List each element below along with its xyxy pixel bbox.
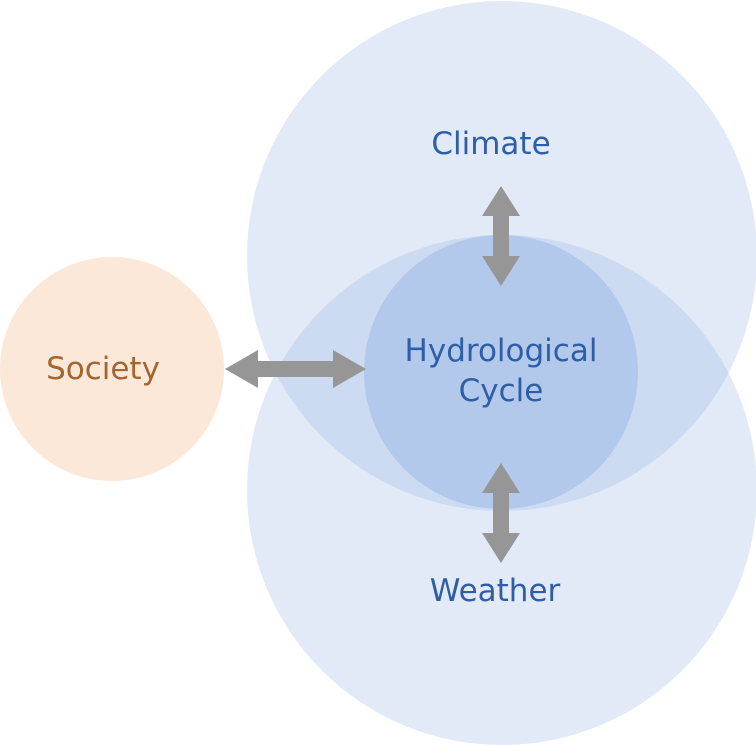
hydrological-cycle-label-line2: Cycle (459, 373, 544, 409)
climate-hydrology-arrow (482, 186, 520, 286)
society-circle (0, 257, 224, 481)
climate-label: Climate (431, 126, 550, 162)
hydrological-cycle-circle (364, 235, 638, 509)
society-hydrology-arrow (225, 350, 366, 388)
hydrological-cycle-label-line1: Hydrological (405, 333, 598, 369)
weather-label: Weather (430, 573, 561, 609)
hydrology-weather-arrow (482, 463, 520, 563)
society-label: Society (46, 351, 160, 387)
